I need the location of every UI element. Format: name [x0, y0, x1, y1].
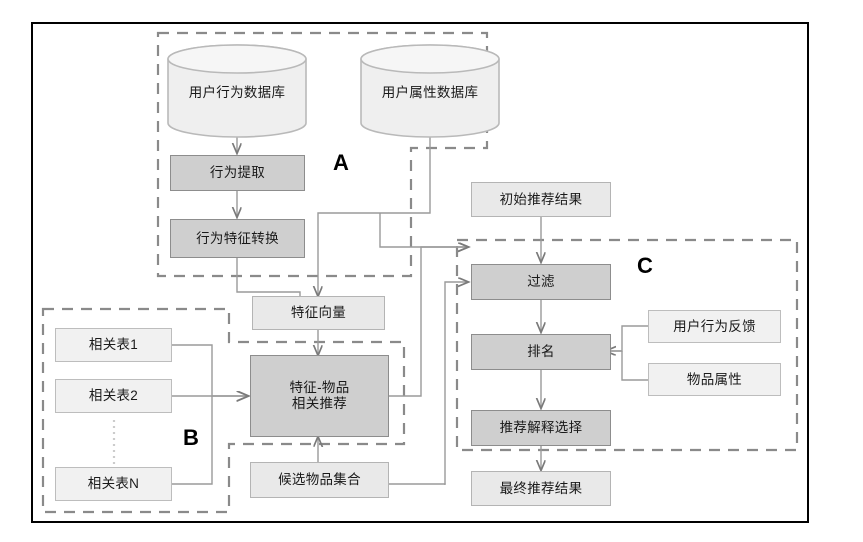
node-label: 推荐解释选择 [499, 420, 583, 436]
node-item-attribute[interactable]: 物品属性 [648, 363, 781, 396]
node-relation-table-2[interactable]: 相关表2 [55, 379, 172, 413]
node-feature-item-recommend[interactable]: 特征-物品 相关推荐 [250, 355, 389, 437]
node-filter[interactable]: 过滤 [471, 264, 611, 300]
node-relation-table-1[interactable]: 相关表1 [55, 328, 172, 362]
datastore-user-behavior-db: 用户行为数据库 [167, 44, 307, 138]
node-label: 相关表1 [88, 337, 139, 353]
group-label-a: A [333, 150, 349, 175]
node-candidate-item-set[interactable]: 候选物品集合 [250, 462, 389, 498]
node-user-behavior-feedback[interactable]: 用户行为反馈 [648, 310, 781, 343]
node-label: 行为提取 [209, 165, 266, 181]
datastore-label: 用户行为数据库 [188, 85, 286, 100]
node-behavior-extraction[interactable]: 行为提取 [170, 155, 305, 191]
node-label: 特征向量 [290, 305, 347, 321]
node-label: 排名 [527, 344, 555, 360]
node-label: 行为特征转换 [196, 230, 279, 246]
datastore-user-attribute-db: 用户属性数据库 [360, 44, 500, 138]
group-label-b: B [183, 425, 199, 450]
node-explanation-selection[interactable]: 推荐解释选择 [471, 410, 611, 446]
node-label-line2: 相关推荐 [291, 396, 348, 411]
node-label-line1: 特征-物品 [289, 380, 350, 396]
node-ranking[interactable]: 排名 [471, 334, 611, 370]
node-label: 用户行为反馈 [673, 318, 756, 334]
node-label: 初始推荐结果 [499, 191, 583, 207]
datastore-label: 用户属性数据库 [381, 85, 479, 100]
node-behavior-feature-transform[interactable]: 行为特征转换 [170, 219, 305, 258]
node-label: 过滤 [527, 274, 555, 290]
node-relation-table-n[interactable]: 相关表N [55, 467, 172, 501]
node-label: 候选物品集合 [278, 472, 361, 488]
node-label: 物品属性 [686, 371, 743, 387]
node-initial-result[interactable]: 初始推荐结果 [471, 182, 611, 217]
group-label-c: C [637, 253, 653, 278]
node-final-result[interactable]: 最终推荐结果 [471, 471, 611, 506]
node-feature-vector[interactable]: 特征向量 [252, 296, 385, 330]
node-label: 最终推荐结果 [499, 480, 583, 496]
ellipsis-dots-icon [112, 420, 116, 464]
node-label: 相关表N [87, 476, 140, 492]
node-label: 相关表2 [88, 388, 139, 404]
